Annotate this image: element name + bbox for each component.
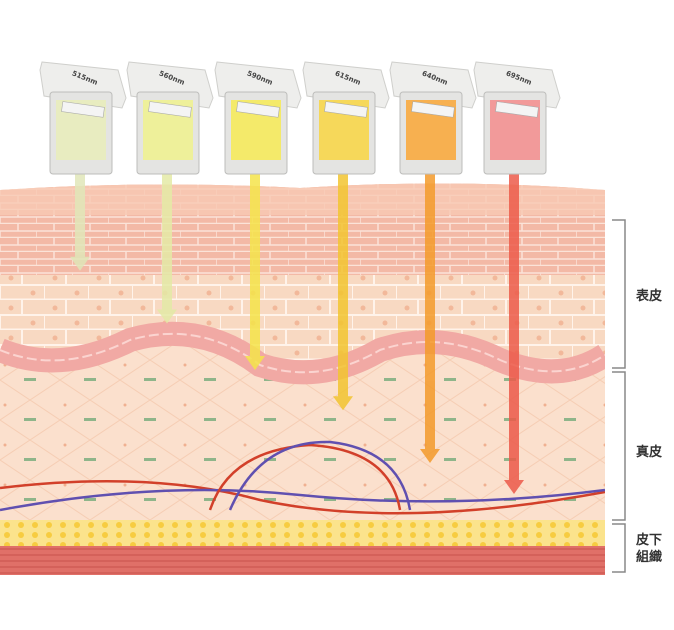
filter-head-515nm: 515nm [39,61,127,175]
subcutaneous-label-line2: 組織 [636,550,663,565]
arrow-640nm [420,172,440,463]
filter-head-640nm: 640nm [389,61,477,175]
filter-head-590nm: 590nm [214,61,302,175]
skin-cross-section [0,183,605,576]
subcutaneous-label-line1: 皮下 [636,533,663,548]
filter-head-560nm: 560nm [126,61,214,175]
arrow-615nm [333,172,353,411]
light-penetration-arrows [70,172,524,494]
arrow-560nm [157,172,177,324]
filter-head-695nm: 695nm [473,61,561,175]
arrow-590nm [245,172,265,370]
dermis-bracket [612,371,626,521]
blood-vessels [0,440,605,515]
epidermis-bracket [612,219,626,369]
arrow-515nm [70,172,90,271]
subcutaneous-fat [0,520,605,546]
epidermis-label: 表皮 [636,289,663,304]
dermis-label: 真皮 [636,445,663,460]
muscle-layer [0,546,605,576]
layer-brackets [612,219,626,573]
arrow-695nm [504,172,524,494]
filter-head-615nm: 615nm [302,61,390,175]
subcutaneous-bracket [612,523,626,573]
